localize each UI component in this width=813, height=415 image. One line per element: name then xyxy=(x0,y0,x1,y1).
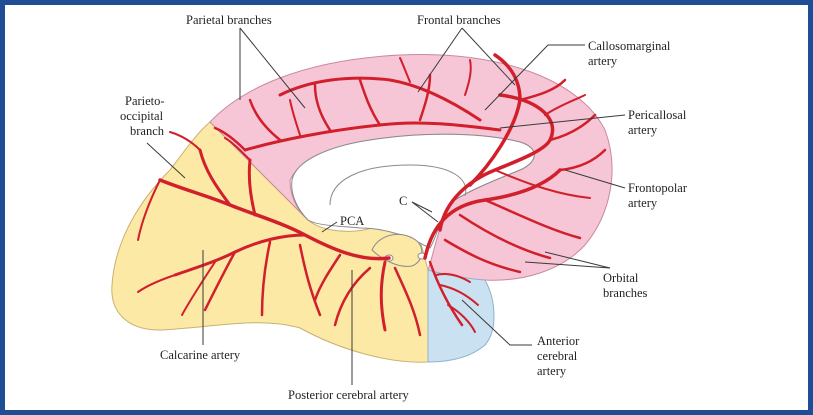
brain-artery-diagram: Parietal branches Frontal branches Callo… xyxy=(111,13,688,402)
label-orbital-line1: Orbital xyxy=(603,271,639,285)
label-callosomarginal-line2: artery xyxy=(588,54,618,68)
label-anterior-cerebral-line2: cerebral xyxy=(537,349,578,363)
label-pca: PCA xyxy=(340,214,364,228)
label-frontopolar-line1: Frontopolar xyxy=(628,181,688,195)
label-posterior-cerebral-artery: Posterior cerebral artery xyxy=(288,388,410,402)
label-pericallosal-line2: artery xyxy=(628,123,658,137)
label-frontal-branches: Frontal branches xyxy=(417,13,501,27)
corpus-callosum xyxy=(291,133,535,249)
label-pericallosal-line1: Pericallosal xyxy=(628,108,687,122)
label-parieto-occipital-line3: branch xyxy=(130,124,165,138)
anterior-cerebral-arteries xyxy=(213,53,607,274)
label-anterior-cerebral-line1: Anterior xyxy=(537,334,580,348)
fornix xyxy=(329,164,467,206)
label-parieto-occipital-line2: occipital xyxy=(120,109,164,123)
leader-lines xyxy=(146,27,626,385)
label-c: C xyxy=(399,194,407,208)
label-frontopolar-line2: artery xyxy=(628,196,658,210)
label-parieto-occipital-line1: Parieto- xyxy=(125,94,165,108)
label-orbital-line2: branches xyxy=(603,286,648,300)
label-anterior-cerebral-line3: artery xyxy=(537,364,567,378)
orbital-vessels xyxy=(428,260,479,333)
label-calcarine-artery: Calcarine artery xyxy=(160,348,241,362)
posterior-cerebral-arteries xyxy=(137,131,422,337)
label-parietal-branches: Parietal branches xyxy=(186,13,272,27)
label-callosomarginal-line1: Callosomarginal xyxy=(588,39,671,53)
